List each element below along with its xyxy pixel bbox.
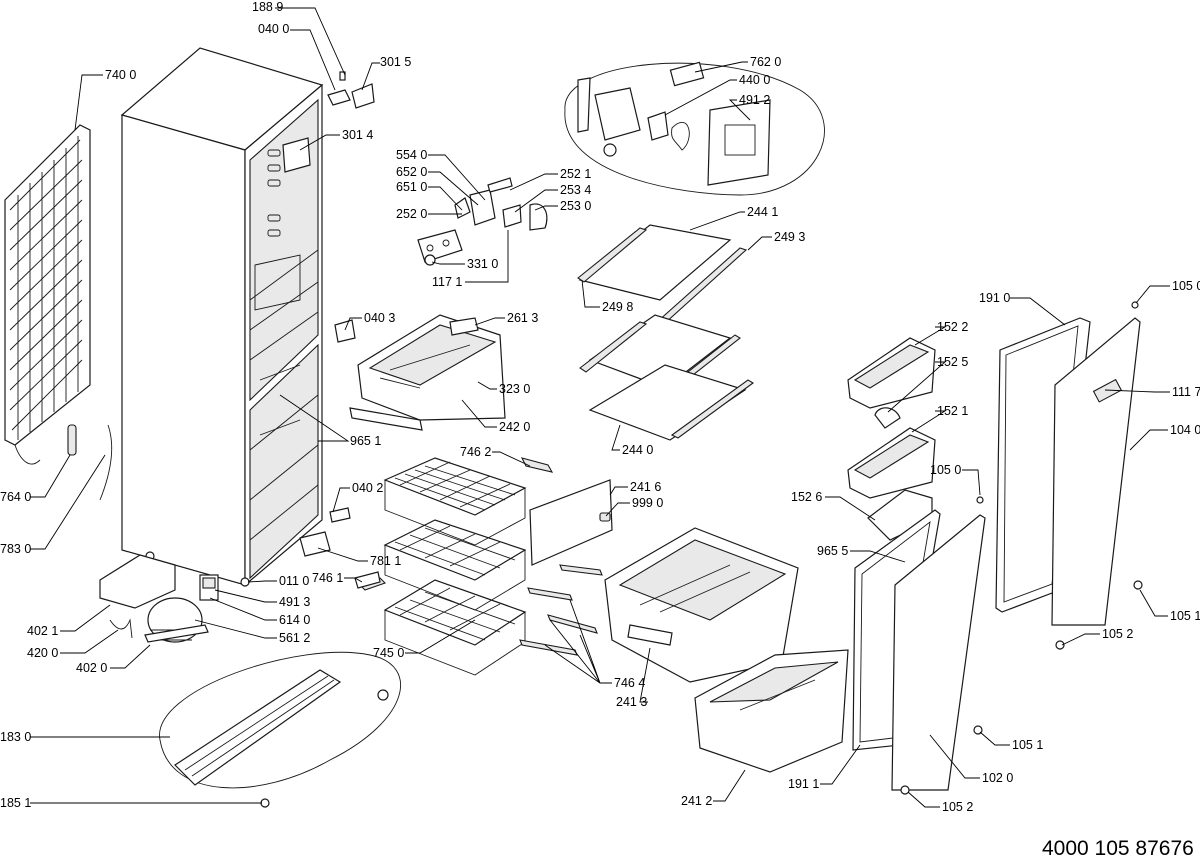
label-652-0: 652 0	[396, 165, 427, 179]
label-111-7: 111 7	[1172, 385, 1200, 399]
label-491-3: 491 3	[279, 595, 310, 609]
label-301-4: 301 4	[342, 128, 373, 142]
compressor-tray	[99, 554, 176, 609]
fridge-door	[1051, 317, 1141, 626]
label-745-0: 745 0	[373, 646, 404, 660]
label-614-0: 614 0	[279, 613, 310, 627]
label-783-0: 783 0	[0, 542, 31, 556]
bottom-plate-group	[159, 651, 402, 808]
label-746-2: 746 2	[460, 445, 491, 459]
label-651-0: 651 0	[396, 180, 427, 194]
label-249-8: 249 8	[602, 300, 633, 314]
glass-shelf-upper	[577, 224, 748, 334]
freezer-drawer-lower	[694, 649, 849, 773]
label-104-0: 104 0	[1170, 423, 1200, 437]
glass-shelf-middle	[579, 314, 741, 394]
glass-shelf-lower	[588, 364, 754, 441]
label-105-1-right: 105 1	[1170, 609, 1200, 623]
door-hinge-brackets	[299, 507, 381, 589]
label-554-0: 554 0	[396, 148, 427, 162]
label-183-0: 183 0	[0, 730, 31, 744]
label-241-2: 241 2	[681, 794, 712, 808]
label-152-6: 152 6	[791, 490, 822, 504]
label-561-2: 561 2	[279, 631, 310, 645]
drier-filter	[67, 424, 77, 456]
control-panel-group	[417, 177, 548, 266]
label-253-4: 253 4	[560, 183, 591, 197]
label-999-0: 999 0	[632, 496, 663, 510]
wire-freezer-baskets	[383, 457, 527, 676]
label-762-0: 762 0	[750, 55, 781, 69]
label-491-2: 491 2	[739, 93, 770, 107]
leader-lines	[30, 7, 1170, 808]
part-labels: 188 9 040 0 301 5 740 0 301 4 762 0 440 …	[0, 0, 1200, 814]
label-241-6: 241 6	[630, 480, 661, 494]
label-301-5: 301 5	[380, 55, 411, 69]
label-746-1: 746 1	[312, 571, 343, 585]
label-117-1: 117 1	[432, 275, 462, 289]
label-152-2: 152 2	[937, 320, 968, 334]
label-241-3: 241 3	[616, 695, 647, 709]
label-105-1-low: 105 1	[1012, 738, 1043, 752]
door-bin-upper	[847, 337, 936, 409]
label-965-1: 965 1	[350, 434, 381, 448]
freezer-flap	[529, 479, 613, 566]
label-191-1: 191 1	[788, 777, 819, 791]
label-440-0: 440 0	[739, 73, 770, 87]
cabinet	[120, 47, 324, 587]
compressor	[144, 597, 209, 643]
label-152-1: 152 1	[937, 404, 968, 418]
label-242-0: 242 0	[499, 420, 530, 434]
condenser-coil	[4, 124, 91, 465]
fan-assembly-group	[564, 61, 825, 196]
label-253-0: 253 0	[560, 199, 591, 213]
label-244-1: 244 1	[747, 205, 778, 219]
label-191-0: 191 0	[979, 291, 1010, 305]
label-185-1: 185 1	[0, 796, 31, 810]
label-105-0-top: 105 0	[1172, 279, 1200, 293]
label-402-1: 402 1	[27, 624, 58, 638]
label-188-9: 188 9	[252, 0, 283, 14]
label-244-0: 244 0	[622, 443, 653, 457]
label-105-0-mid: 105 0	[930, 463, 961, 477]
label-781-1: 781 1	[370, 554, 401, 568]
label-040-0: 040 0	[258, 22, 289, 36]
label-746-4: 746 4	[614, 676, 645, 690]
label-764-0: 764 0	[0, 490, 31, 504]
power-cable	[109, 618, 133, 639]
crisper-drawer	[334, 314, 506, 431]
relay-box	[199, 574, 219, 601]
label-040-3: 040 3	[364, 311, 395, 325]
door-bin-clip	[874, 407, 901, 429]
document-number: 4000 105 87676	[1042, 837, 1194, 860]
label-252-0: 252 0	[396, 207, 427, 221]
label-323-0: 323 0	[499, 382, 530, 396]
label-420-0: 420 0	[27, 646, 58, 660]
label-965-5: 965 5	[817, 544, 848, 558]
label-252-1: 252 1	[560, 167, 591, 181]
label-105-2-right: 105 2	[1102, 627, 1133, 641]
label-261-3: 261 3	[507, 311, 538, 325]
label-740-0: 740 0	[105, 68, 136, 82]
hinge-top-parts	[282, 71, 375, 173]
label-152-5: 152 5	[937, 355, 968, 369]
label-011-0: 011 0	[279, 574, 309, 588]
label-249-3: 249 3	[774, 230, 805, 244]
door-bin-middle	[847, 427, 936, 499]
freezer-drawer-upper	[604, 527, 799, 683]
label-040-2: 040 2	[352, 481, 383, 495]
label-402-0: 402 0	[76, 661, 107, 675]
hinge-pins	[900, 301, 1143, 795]
label-105-2-low: 105 2	[942, 800, 973, 814]
freezer-door	[891, 514, 986, 791]
label-331-0: 331 0	[467, 257, 498, 271]
label-102-0: 102 0	[982, 771, 1013, 785]
capillary-tube	[99, 424, 113, 501]
